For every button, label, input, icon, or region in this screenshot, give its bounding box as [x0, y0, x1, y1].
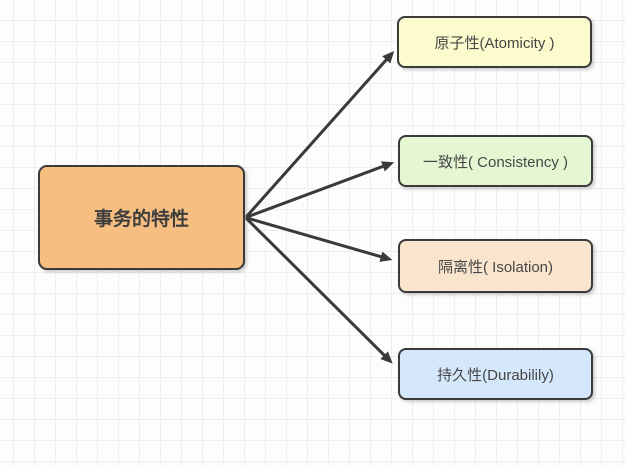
arrow-to-isolation: [245, 216, 393, 262]
root-node-transaction-properties: 事务的特性: [38, 165, 245, 270]
arrow-to-atomicity: [245, 50, 395, 218]
node-isolation: 隔离性( Isolation): [398, 239, 593, 293]
arrow-to-consistency: [245, 161, 395, 219]
node-consistency: 一致性( Consistency ): [398, 135, 593, 187]
arrow-to-durability: [245, 217, 393, 364]
node-durability: 持久性(Durabilily): [398, 348, 593, 400]
node-atomicity: 原子性(Atomicity ): [397, 16, 592, 68]
